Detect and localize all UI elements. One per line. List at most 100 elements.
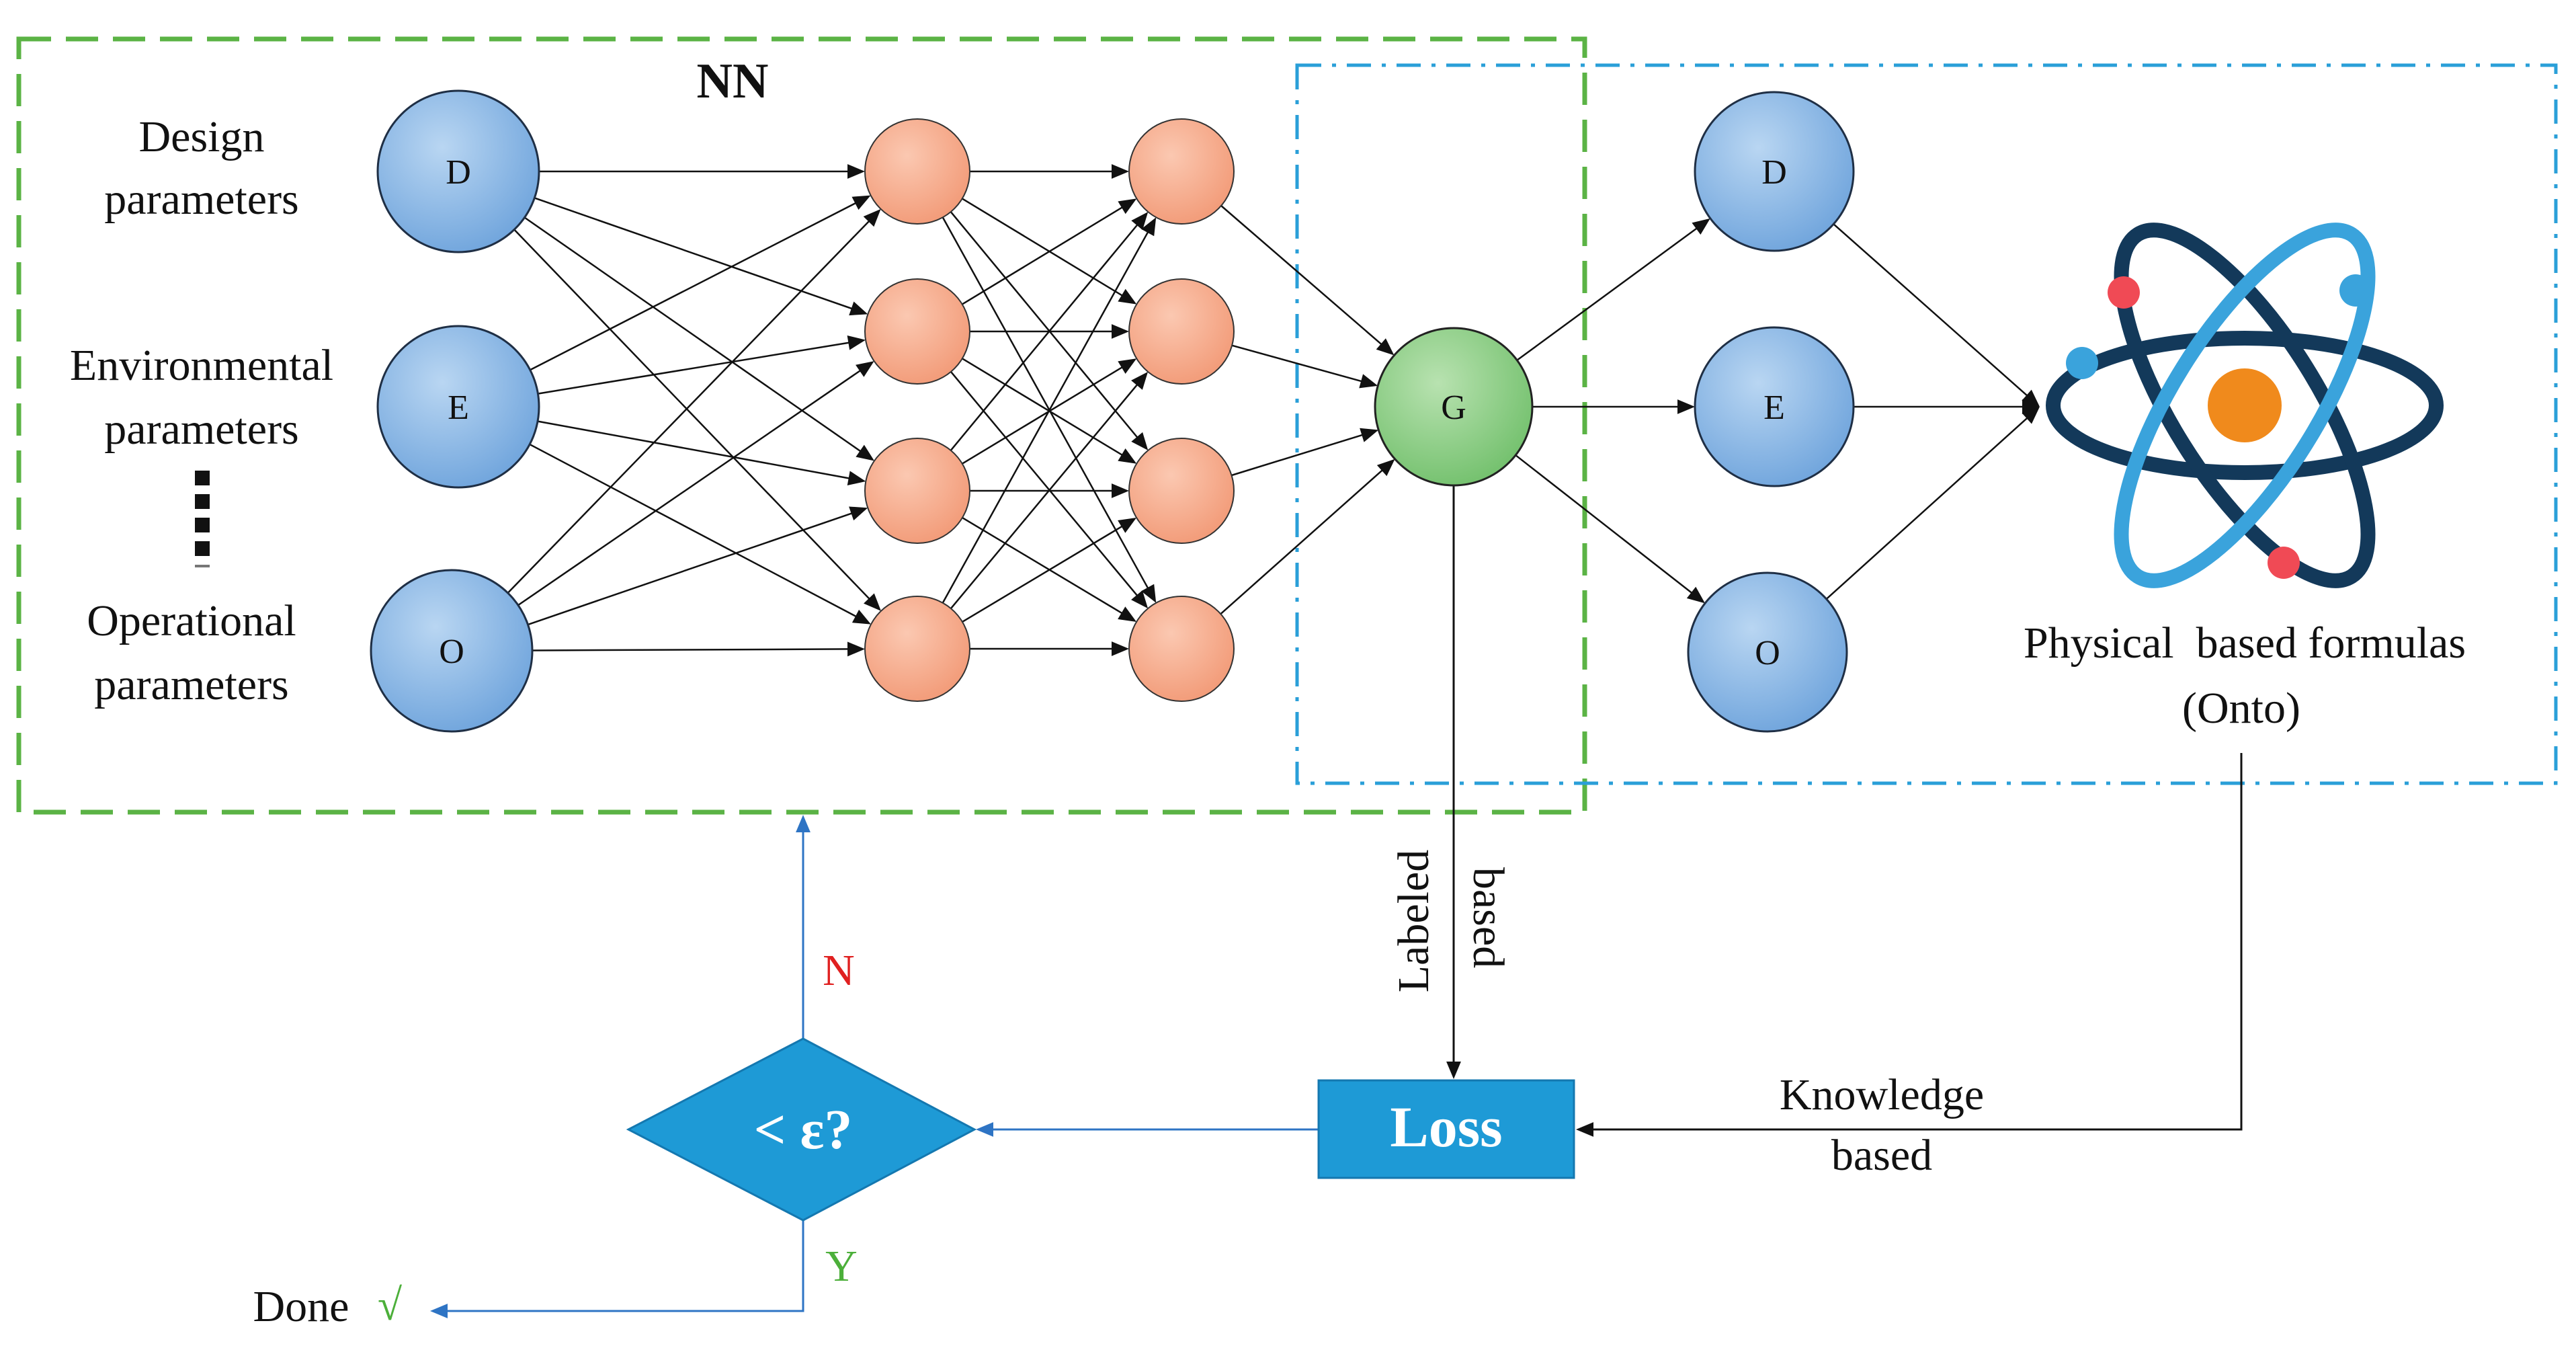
arrowhead — [1112, 483, 1129, 498]
arrowhead — [976, 1122, 993, 1137]
arrowhead — [1112, 641, 1129, 656]
arrowhead — [851, 609, 871, 625]
arrowhead — [1692, 218, 1710, 235]
atom-icon — [2046, 223, 2444, 588]
edge-hidden1-hidden2 — [950, 382, 1140, 609]
hidden-node-l2-3 — [1128, 438, 1235, 544]
output-node-g-label: G — [1441, 389, 1466, 427]
environmental-label-line1: Environmental — [70, 341, 333, 390]
arrowhead — [856, 444, 874, 461]
hidden-node-l1-2 — [864, 278, 970, 385]
design-label-line1: Design — [139, 112, 265, 161]
physics-node-d-label: D — [1761, 153, 1787, 192]
edge-hidden2-output — [1231, 344, 1365, 383]
yes-label: Y — [825, 1242, 858, 1291]
edge-hidden1-hidden2 — [962, 524, 1125, 623]
decision-label: < ε? — [754, 1099, 853, 1161]
hidden-node-l1-1 — [864, 118, 970, 225]
arrowhead — [1118, 198, 1137, 214]
input-node-d: D — [376, 89, 540, 253]
edge-hidden1-hidden2 — [962, 358, 1126, 458]
arrowhead — [2022, 407, 2040, 424]
input-node-e: E — [376, 325, 540, 489]
edge-hidden2-output — [1231, 433, 1366, 477]
arrowhead — [1446, 1062, 1461, 1079]
physics-formulas-label: Physical based formulas (Onto) — [2024, 619, 2466, 733]
arrowhead — [1131, 212, 1149, 231]
loss-box: Loss — [1317, 1079, 1575, 1179]
arrowhead — [1131, 590, 1149, 609]
arrowhead — [847, 164, 865, 179]
edge-hidden2-output — [1220, 467, 1385, 615]
physics-node-d: D — [1694, 91, 1855, 252]
edge-hidden1-hidden2 — [962, 516, 1125, 616]
vertical-ellipsis — [195, 471, 210, 567]
edge-physics-atom — [1833, 223, 2030, 399]
edge-knowledge-loss — [1589, 753, 2243, 1131]
hidden-node-l1-4 — [864, 596, 970, 702]
arrowhead — [1112, 324, 1129, 339]
arrowhead — [1118, 288, 1137, 305]
edge-input-hidden1 — [513, 229, 872, 602]
arrowhead — [1359, 374, 1378, 389]
edge-input-hidden1 — [529, 443, 860, 619]
arrowhead — [2022, 399, 2040, 414]
environmental-parameters-label: Environmental parameters — [70, 341, 333, 454]
output-node-g: G — [1374, 327, 1534, 487]
edge-input-hidden1 — [507, 218, 872, 594]
arrowhead — [2022, 389, 2040, 407]
arrowhead — [864, 593, 881, 611]
arrowhead — [1131, 432, 1149, 450]
environmental-label-line2: parameters — [104, 405, 299, 454]
arrowhead — [1141, 217, 1157, 237]
edge-hidden1-hidden2 — [942, 216, 1151, 592]
design-label-line2: parameters — [104, 175, 299, 224]
edge-hidden1-hidden2 — [962, 364, 1126, 465]
input-node-d-label: D — [446, 153, 471, 192]
physics-formulas-line2: (Onto) — [2182, 684, 2300, 733]
arrowhead — [1141, 584, 1157, 603]
arrowhead — [1360, 428, 1379, 442]
connections — [430, 164, 2243, 1318]
edge-physics-atom — [1825, 415, 2030, 600]
input-node-o-label: O — [439, 633, 464, 671]
arrowhead — [1118, 448, 1137, 464]
nn-group-border — [16, 36, 1587, 815]
arrowhead — [796, 815, 811, 832]
edge-hidden1-hidden2 — [950, 371, 1140, 598]
arrowhead — [849, 301, 868, 316]
arrowhead — [1677, 399, 1695, 414]
edge-output-physics — [1516, 226, 1700, 361]
done-check-icon: √ — [378, 1281, 403, 1330]
knowledge-edge-label: Knowledge — [1780, 1070, 1984, 1119]
arrowhead — [863, 208, 881, 227]
edge-input-hidden1 — [534, 197, 856, 311]
input-node-e-label: E — [448, 389, 469, 427]
arrowhead — [849, 506, 868, 521]
loss-label: Loss — [1390, 1095, 1502, 1159]
no-label: N — [823, 946, 855, 995]
edge-input-hidden1 — [537, 420, 853, 480]
arrowhead — [1686, 586, 1706, 604]
done-label: Done — [253, 1282, 349, 1331]
physics-node-e: E — [1694, 326, 1855, 487]
physics-node-o: O — [1687, 571, 1848, 733]
arrowhead — [1131, 371, 1149, 390]
arrowhead — [851, 195, 871, 210]
edge-input-hidden1 — [528, 511, 855, 626]
physics-node-o-label: O — [1755, 634, 1780, 672]
labeled-based-edge-label: based — [1464, 867, 1513, 968]
arrowhead — [1576, 1122, 1593, 1137]
operational-label-line1: Operational — [87, 596, 296, 645]
arrowhead — [1118, 358, 1137, 374]
operational-parameters-label: Operational parameters — [87, 596, 296, 709]
edge-hidden2-output — [1220, 205, 1384, 347]
knowledge-based-edge-label: based — [1831, 1131, 1932, 1180]
physics-formulas-line1: Physical based formulas — [2024, 619, 2466, 668]
physics-group-border — [1295, 63, 2558, 785]
edge-hidden1-hidden2 — [962, 205, 1126, 305]
hidden-node-l1-3 — [864, 438, 970, 544]
operational-label-line2: parameters — [94, 660, 289, 709]
arrowhead — [847, 471, 866, 486]
